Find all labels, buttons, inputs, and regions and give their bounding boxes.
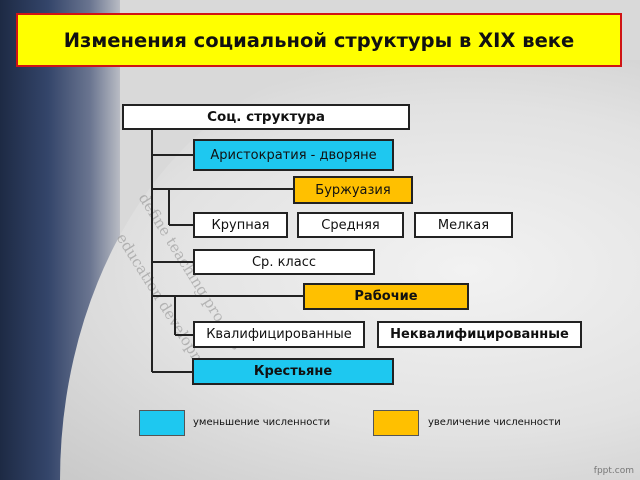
node-small-bourgeoisie: Мелкая bbox=[414, 212, 513, 238]
legend-swatch-increase bbox=[373, 410, 419, 436]
legend-label-increase: увеличение численности bbox=[428, 417, 561, 428]
node-social-structure: Соц. структура bbox=[122, 104, 410, 130]
watermark: fppt.com bbox=[593, 466, 634, 476]
node-workers: Рабочие bbox=[303, 283, 469, 310]
legend-swatch-decrease bbox=[139, 410, 185, 436]
node-peasants: Крестьяне bbox=[192, 358, 394, 385]
node-unskilled-workers: Неквалифицированные bbox=[377, 321, 582, 348]
page-title: Изменения социальной структуры в XIX век… bbox=[16, 13, 622, 67]
node-skilled-workers: Квалифицированные bbox=[193, 321, 365, 348]
node-medium-bourgeoisie: Средняя bbox=[297, 212, 404, 238]
legend-label-decrease: уменьшение численности bbox=[193, 417, 331, 428]
node-middle-class: Ср. класс bbox=[193, 249, 375, 275]
node-large-bourgeoisie: Крупная bbox=[193, 212, 288, 238]
node-bourgeoisie: Буржуазия bbox=[293, 176, 413, 204]
node-aristocracy: Аристократия - дворяне bbox=[193, 139, 394, 171]
